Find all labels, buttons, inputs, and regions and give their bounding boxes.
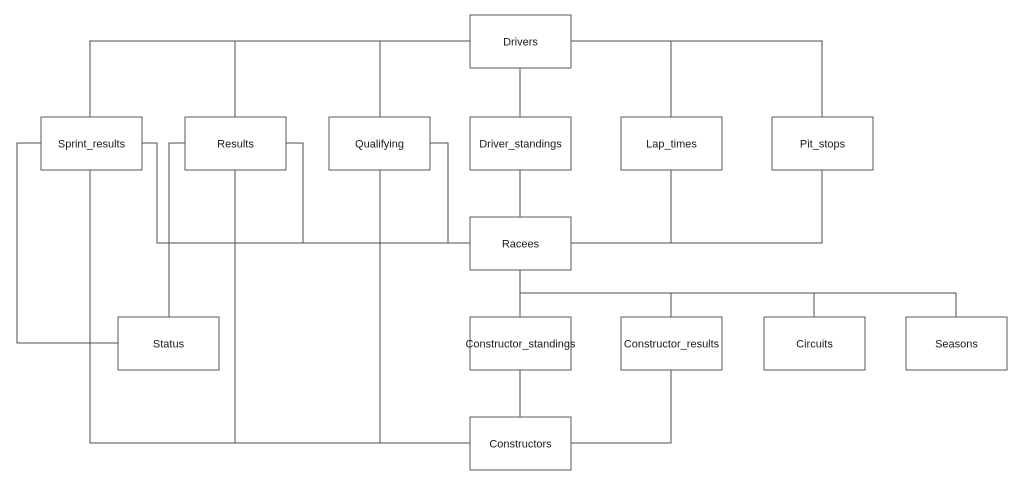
entity-label-lap_times: Lap_times	[646, 138, 697, 150]
edge-results-racees	[286, 142, 470, 244]
edge-racees-constructor_results	[520, 292, 672, 317]
entity-box-driver_standings[interactable]	[469, 116, 572, 171]
edge-sprint_results-constructors	[89, 170, 470, 444]
entity-box-seasons[interactable]	[905, 316, 1008, 371]
entity-box-circuits[interactable]	[763, 316, 866, 371]
entity-node-qualifying[interactable]: Qualifying	[328, 116, 431, 171]
entity-box-lap_times[interactable]	[620, 116, 723, 171]
entity-label-circuits: Circuits	[796, 338, 833, 350]
entity-node-constructors[interactable]: Constructors	[469, 416, 572, 471]
entity-node-results[interactable]: Results	[184, 116, 287, 171]
entity-node-constructor_standings[interactable]: Constructor_standings	[465, 316, 576, 371]
edge-results-status	[168, 142, 185, 317]
entity-node-constructor_results[interactable]: Constructor_results	[620, 316, 723, 371]
entity-box-sprint_results[interactable]	[40, 116, 143, 171]
edge-pit_stops-racees	[571, 170, 823, 244]
edge-layer	[16, 40, 957, 444]
entity-box-status[interactable]	[117, 316, 220, 371]
edge-constructor_results-constructors	[571, 370, 672, 444]
entity-box-pit_stops[interactable]	[771, 116, 874, 171]
entity-node-racees[interactable]: Racees	[469, 216, 572, 271]
edge-drivers-lap_times	[571, 40, 672, 117]
entity-node-drivers[interactable]: Drivers	[469, 14, 572, 69]
entity-label-constructor_standings: Constructor_standings	[465, 338, 576, 350]
entity-node-status[interactable]: Status	[117, 316, 220, 371]
entity-box-constructor_results[interactable]	[620, 316, 723, 371]
edge-qualifying-racees	[430, 142, 470, 244]
edge-drivers-qualifying	[379, 40, 470, 117]
entity-box-qualifying[interactable]	[328, 116, 431, 171]
edge-drivers-sprint_results	[89, 40, 470, 117]
edge-drivers-results	[234, 40, 470, 117]
entity-node-lap_times[interactable]: Lap_times	[620, 116, 723, 171]
edge-results-constructors	[234, 170, 470, 444]
edge-lap_times-racees	[571, 170, 672, 244]
entity-node-circuits[interactable]: Circuits	[763, 316, 866, 371]
entity-label-constructor_results: Constructor_results	[624, 338, 720, 350]
entity-label-driver_standings: Driver_standings	[479, 138, 562, 150]
entity-label-racees: Racees	[502, 238, 540, 250]
entity-box-constructor_standings[interactable]	[469, 316, 572, 371]
entity-box-results[interactable]	[184, 116, 287, 171]
entity-label-status: Status	[153, 338, 185, 350]
entity-node-seasons[interactable]: Seasons	[905, 316, 1008, 371]
edge-sprint_results-status	[16, 142, 118, 344]
entity-label-qualifying: Qualifying	[355, 138, 404, 150]
edge-racees-seasons	[520, 292, 957, 317]
entity-box-constructors[interactable]	[469, 416, 572, 471]
entity-node-driver_standings[interactable]: Driver_standings	[469, 116, 572, 171]
entity-label-pit_stops: Pit_stops	[800, 138, 846, 150]
edge-qualifying-constructors	[379, 170, 470, 444]
entity-label-results: Results	[217, 138, 254, 150]
entity-label-constructors: Constructors	[489, 438, 552, 450]
entity-box-racees[interactable]	[469, 216, 572, 271]
edge-racees-circuits	[520, 292, 815, 317]
entity-box-drivers[interactable]	[469, 14, 572, 69]
entity-label-drivers: Drivers	[503, 36, 538, 48]
edge-drivers-pit_stops	[571, 40, 823, 117]
entity-node-pit_stops[interactable]: Pit_stops	[771, 116, 874, 171]
entity-node-sprint_results[interactable]: Sprint_results	[40, 116, 143, 171]
entity-label-seasons: Seasons	[935, 338, 978, 350]
entity-label-sprint_results: Sprint_results	[58, 138, 126, 150]
